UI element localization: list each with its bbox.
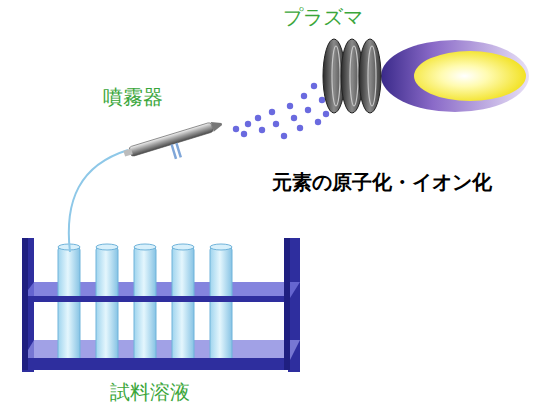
- test-tubes: [58, 244, 232, 368]
- droplet: [315, 119, 321, 125]
- torch-coils: [323, 39, 381, 113]
- sample-tubing: [69, 150, 128, 252]
- droplet: [287, 103, 293, 109]
- tube-mouth: [210, 244, 232, 250]
- nebulizer: [123, 119, 228, 173]
- droplet: [297, 125, 303, 131]
- tube-mouth: [134, 244, 156, 250]
- nebulizer-label: 噴霧器: [103, 85, 163, 109]
- test-tube: [96, 246, 118, 368]
- droplet: [245, 121, 251, 127]
- plasma-flame: [381, 40, 529, 112]
- droplet: [291, 115, 297, 121]
- droplet: [255, 115, 261, 121]
- coil-highlight: [368, 46, 376, 106]
- droplet: [305, 107, 311, 113]
- test-tube: [210, 246, 232, 368]
- tube-mouth: [172, 244, 194, 250]
- droplet: [301, 93, 307, 99]
- plasma-label: プラズマ: [283, 5, 363, 29]
- droplet: [269, 109, 275, 115]
- coil-highlight: [350, 46, 358, 106]
- coil-highlight: [332, 46, 340, 106]
- rack-front: [22, 238, 290, 370]
- test-tube: [58, 246, 80, 368]
- droplet: [233, 126, 239, 132]
- droplet: [259, 127, 265, 133]
- droplet: [241, 131, 247, 137]
- test-tube: [134, 246, 156, 368]
- droplet: [323, 111, 329, 117]
- aerosol-droplets: [233, 83, 333, 139]
- coil-ring: [359, 39, 381, 113]
- tube-mouth: [96, 244, 118, 250]
- process-label: 元素の原子化・イオン化: [272, 170, 492, 194]
- sample-label: 試料溶液: [110, 380, 190, 404]
- droplet: [319, 97, 325, 103]
- test-tube-rack: [22, 238, 300, 372]
- droplet: [281, 133, 287, 139]
- droplet: [273, 121, 279, 127]
- droplet: [311, 83, 317, 89]
- test-tube: [172, 246, 194, 368]
